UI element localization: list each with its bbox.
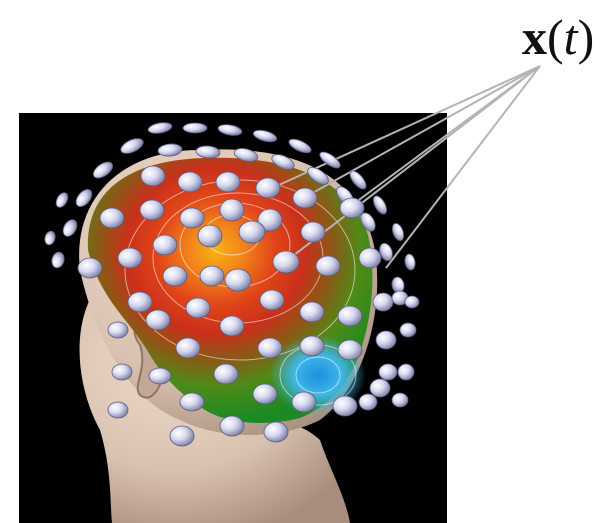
electrode: [118, 248, 142, 268]
label-close-paren: ): [578, 9, 595, 65]
label-variable: x: [522, 9, 547, 65]
electrode: [186, 298, 210, 318]
electrode: [264, 422, 288, 442]
electrode: [379, 364, 397, 380]
electrode: [108, 402, 128, 418]
electrode: [340, 198, 364, 218]
electrode: [301, 222, 325, 242]
electrode: [178, 172, 202, 192]
electrode: [392, 393, 408, 407]
electrode: [338, 340, 362, 360]
electrode: [200, 266, 224, 286]
electrode: [220, 199, 244, 221]
electrode: [239, 221, 265, 243]
electrode: [300, 336, 324, 356]
electrode: [214, 364, 238, 384]
electrode: [112, 364, 132, 380]
label-argument: t: [564, 9, 578, 65]
electrode: [183, 123, 207, 133]
electrode: [180, 208, 204, 228]
electrode: [359, 394, 377, 410]
electrode: [273, 251, 299, 273]
electrode: [253, 384, 277, 404]
electrode: [108, 322, 128, 338]
electrode: [140, 200, 164, 220]
electrode: [258, 338, 282, 358]
electrode: [405, 296, 419, 308]
electrode: [338, 306, 362, 326]
electrode: [370, 379, 390, 397]
electrode: [141, 166, 165, 186]
vector-label: x(t): [522, 2, 612, 72]
electrode: [292, 392, 316, 412]
electrode: [220, 416, 244, 436]
electrode: [333, 396, 357, 416]
electrode: [220, 316, 244, 336]
electrode: [100, 208, 124, 228]
electrode: [153, 235, 177, 255]
electrode: [198, 225, 222, 247]
electrode: [398, 364, 414, 380]
label-open-paren: (: [547, 9, 564, 65]
electrode: [316, 256, 340, 276]
electrode: [180, 393, 204, 411]
electrode: [359, 248, 381, 268]
electrode: [149, 368, 171, 384]
electrode: [176, 338, 200, 358]
electrode: [256, 178, 280, 198]
electrode: [163, 266, 187, 286]
electrode: [300, 302, 324, 322]
electrode: [146, 310, 170, 330]
electrode: [128, 292, 152, 312]
electrode: [373, 293, 393, 311]
electrode: [376, 331, 396, 349]
electrode: [400, 323, 416, 337]
electrode: [293, 188, 317, 208]
electrode: [216, 172, 240, 192]
electrode: [260, 290, 284, 310]
electrode: [225, 269, 251, 291]
electrode: [78, 258, 102, 278]
electrode: [170, 426, 194, 446]
